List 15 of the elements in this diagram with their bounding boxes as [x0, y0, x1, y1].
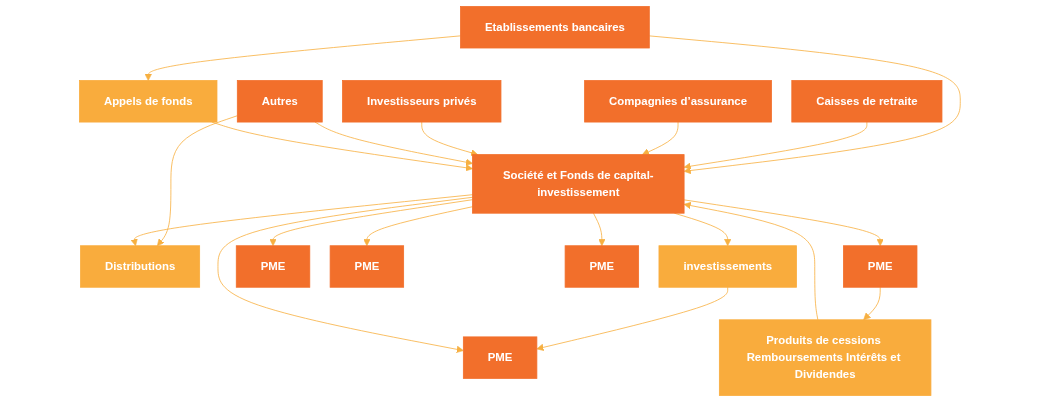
- node-box: PME: [235, 245, 311, 288]
- node-box: Distributions: [80, 245, 201, 288]
- node-box: PME: [564, 245, 640, 288]
- node-box: Investisseurs privés: [342, 80, 502, 123]
- node-box: PME: [329, 245, 405, 288]
- node-box: Société et Fonds de capital-investissement: [472, 154, 685, 214]
- node-box: PME: [843, 245, 918, 288]
- node-box: Caisses de retraite: [791, 80, 943, 123]
- node-box: Produits de cessions Remboursements Intérêts et Dividendes: [719, 319, 932, 396]
- node-box: PME: [463, 336, 538, 379]
- node-box: Compagnies d’assurance: [584, 80, 772, 123]
- node-box: Appels de fonds: [79, 80, 218, 123]
- node-box: Etablissements bancaires: [460, 6, 650, 49]
- node-box: Autres: [237, 80, 323, 123]
- node-box: investissements: [658, 245, 797, 288]
